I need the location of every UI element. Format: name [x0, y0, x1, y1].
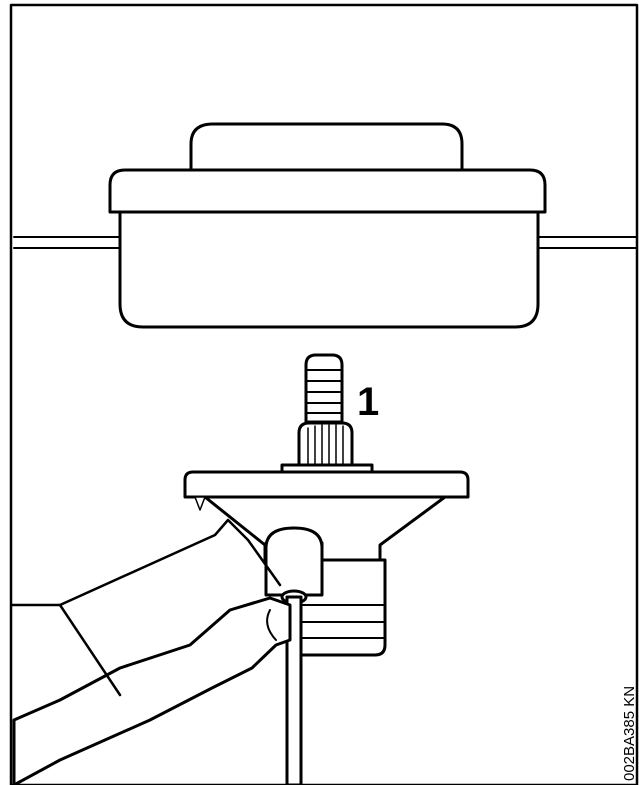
callout-label: 1 [357, 380, 380, 424]
tube-dome [264, 526, 324, 550]
threaded-shaft [304, 353, 344, 424]
gearbox-assembly [183, 470, 470, 785]
housing-rim [108, 168, 547, 214]
housing-body [118, 210, 540, 329]
housing-top-cap [189, 122, 464, 172]
mounting-rail [13, 236, 638, 249]
housing-unit [108, 122, 547, 329]
figure-frame [9, 3, 639, 785]
gearbox-body [203, 495, 447, 562]
drive-tube [264, 541, 324, 597]
reference-code: 002BA385 KN [621, 685, 638, 781]
plate-underside [194, 496, 206, 511]
drive-shaft [285, 595, 303, 785]
base-plate [183, 470, 470, 499]
operator-hand [10, 518, 292, 785]
splined-collar [297, 421, 354, 469]
